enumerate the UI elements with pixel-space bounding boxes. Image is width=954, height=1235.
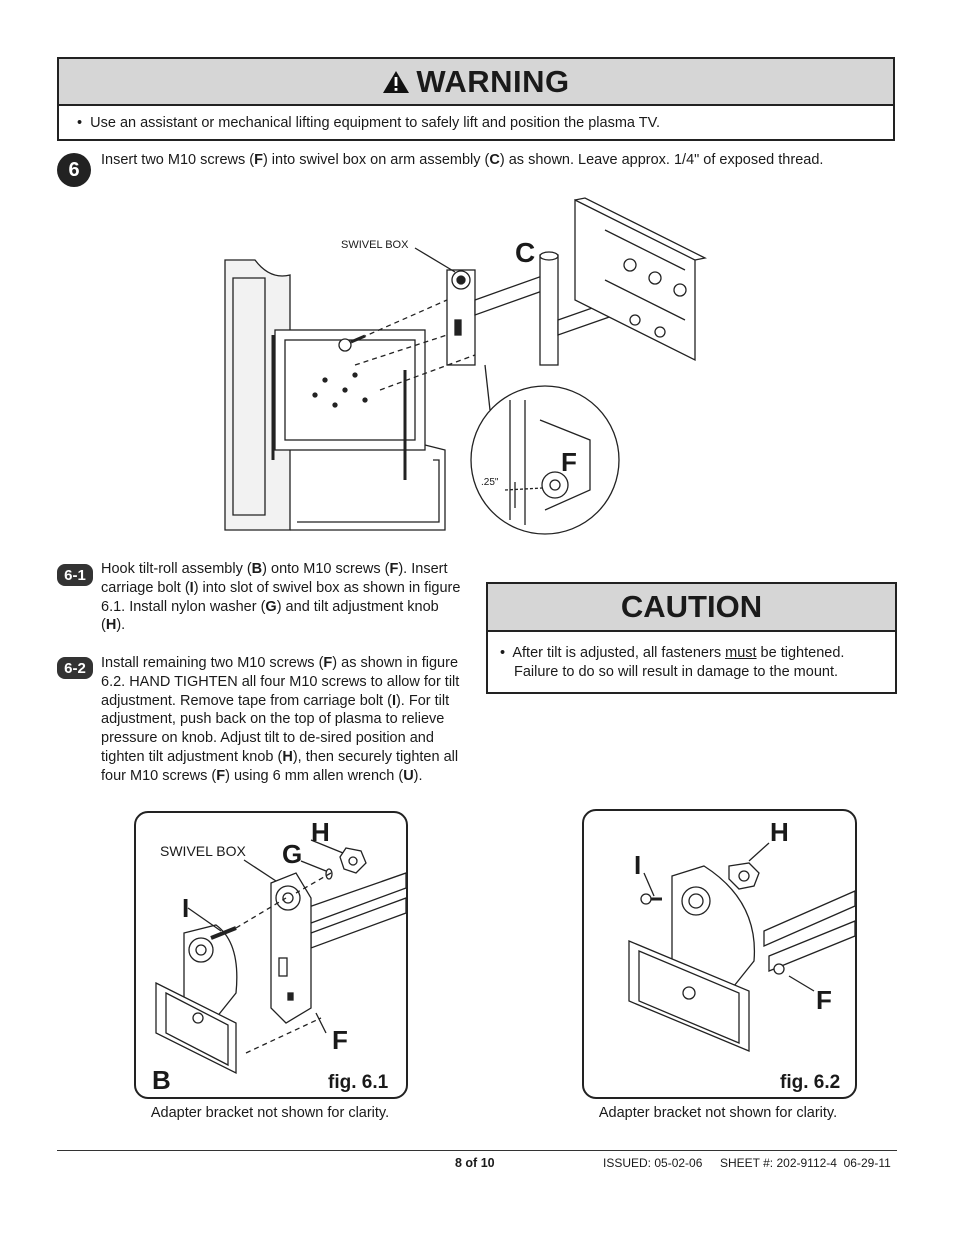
main-label-dim: .25" [481,477,499,488]
step-6-2-text: Install remaining two M10 screws (F) as … [101,655,460,784]
caution-body: • After tilt is adjusted, all fasteners … [500,645,845,680]
fig61-arm [305,872,406,949]
tv-outline [224,259,446,531]
m10-screw [338,334,366,352]
swivel-box-leader [414,247,456,273]
step-6-text: Insert two M10 screws (F) into swivel bo… [101,152,824,168]
fig62-label-h: H [770,817,789,847]
step-6-1-text: Hook tilt-roll assembly (B) onto M10 scr… [101,561,461,634]
fig61-label-g: G [282,839,302,869]
step-6-1-badge: 6-1 [57,564,93,586]
caution-box: CAUTION • After tilt is adjusted, all fa… [486,582,897,694]
warning-box: WARNING • Use an assistant or mechanical… [57,57,895,141]
fig61-dashed [235,872,332,1054]
fig61-tilt-plate [155,924,238,1075]
fig61-carriage-bolt [210,926,237,940]
wall-bracket [574,197,707,362]
fig61-label-h: H [311,817,330,847]
warning-bullet: • [77,115,83,131]
fig62-bolt [640,893,662,905]
fig62-arm [763,890,855,972]
fig62-leaders [643,842,815,992]
fig62-label-i: I [634,850,641,880]
fig62-figure-label: fig. 6.2 [780,1072,840,1093]
step-6-2-badge: 6-2 [57,657,93,679]
fig62-tilt-plate [628,865,756,1052]
fig61-label-i: I [182,893,189,923]
swivel-box [446,269,476,366]
detail-zoom-circle [470,385,620,535]
caution-title: CAUTION [620,589,763,624]
fig61-washer [325,868,333,880]
caution-bullet: • [500,645,506,661]
warning-text: Use an assistant or mechanical lifting e… [90,115,660,131]
fig62-screw [773,963,785,975]
tv-adapter-plate [271,329,426,480]
main-label-c: C [515,237,535,268]
main-label-f: F [561,447,577,477]
fig62-caption: Adapter bracket not shown for clarity. [598,1105,838,1121]
warning-title: WARNING [416,63,570,99]
figure-6-1-diagram: SWIVEL BOX H G I F B fig. 6.1 [152,817,406,1095]
fig61-label-b: B [152,1065,171,1095]
fig61-label-f: F [332,1025,348,1055]
figure-6-2-frame: H I F fig. 6.2 [582,809,857,1099]
figure-6-1-frame: SWIVEL BOX H G I F B fig. 6.1 [134,811,408,1099]
sheet-number: SHEET #: 202-9112-4 06-29-11 [720,1156,891,1170]
fig61-figure-label: fig. 6.1 [328,1072,389,1093]
figure-6-2-diagram: H I F fig. 6.2 [628,817,855,1093]
issued-date: ISSUED: 05-02-06 [603,1156,703,1170]
warning-body: • Use an assistant or mechanical lifting… [59,106,893,131]
warning-header: WARNING [59,59,893,106]
fig61-knob [339,847,367,874]
fig62-knob [728,862,760,890]
fig61-swivel-box [270,872,312,1024]
fig61-leaders [187,839,344,1034]
caution-header: CAUTION [488,584,895,632]
footer-divider [57,1150,897,1151]
fig61-swivel-box-label: SWIVEL BOX [160,843,247,859]
step-6-badge: 6 [57,153,91,187]
page-number: 8 of 10 [455,1156,495,1170]
main-assembly-diagram: SWIVEL BOX C F .25" [224,197,707,535]
main-swivel-box-label: SWIVEL BOX [341,239,409,251]
detail-leader [484,364,491,411]
fig61-caption: Adapter bracket not shown for clarity. [150,1105,390,1121]
fig62-label-f: F [816,985,832,1015]
warning-triangle-icon [383,70,410,93]
